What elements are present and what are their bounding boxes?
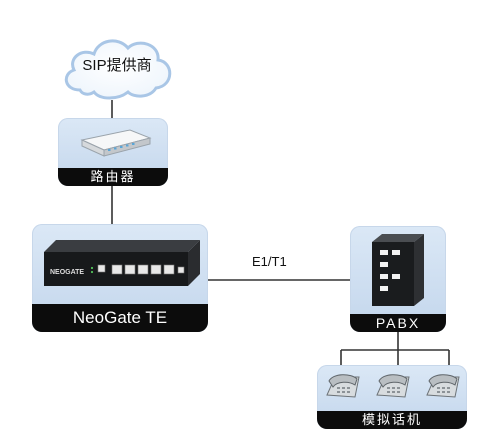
telephone-icon xyxy=(426,374,460,398)
cloud-icon xyxy=(64,39,172,100)
telephone-icon xyxy=(376,374,410,398)
sip-provider-cloud: SIP提供商 xyxy=(56,30,178,102)
neogate-node: NEOGATE NeoGate TE xyxy=(32,224,208,332)
link-pabx-phones xyxy=(340,332,450,366)
server-tower-icon xyxy=(372,234,424,306)
router-label: 路由器 xyxy=(58,168,168,186)
neogate-label: NeoGate TE xyxy=(32,304,208,332)
device-brand-text: NEOGATE xyxy=(50,269,84,276)
cloud-label: SIP提供商 xyxy=(82,57,152,74)
router-node: 路由器 xyxy=(58,118,168,186)
e1-t1-link-label: E1/T1 xyxy=(252,254,287,269)
router-icon xyxy=(80,129,152,157)
analog-phones-node: 模拟话机 xyxy=(317,365,467,429)
gateway-device-icon: NEOGATE xyxy=(44,240,200,286)
pabx-label: PABX xyxy=(350,314,446,332)
telephone-icon xyxy=(326,374,360,398)
analog-phones-label: 模拟话机 xyxy=(317,411,467,429)
pabx-node: PABX xyxy=(350,226,446,332)
